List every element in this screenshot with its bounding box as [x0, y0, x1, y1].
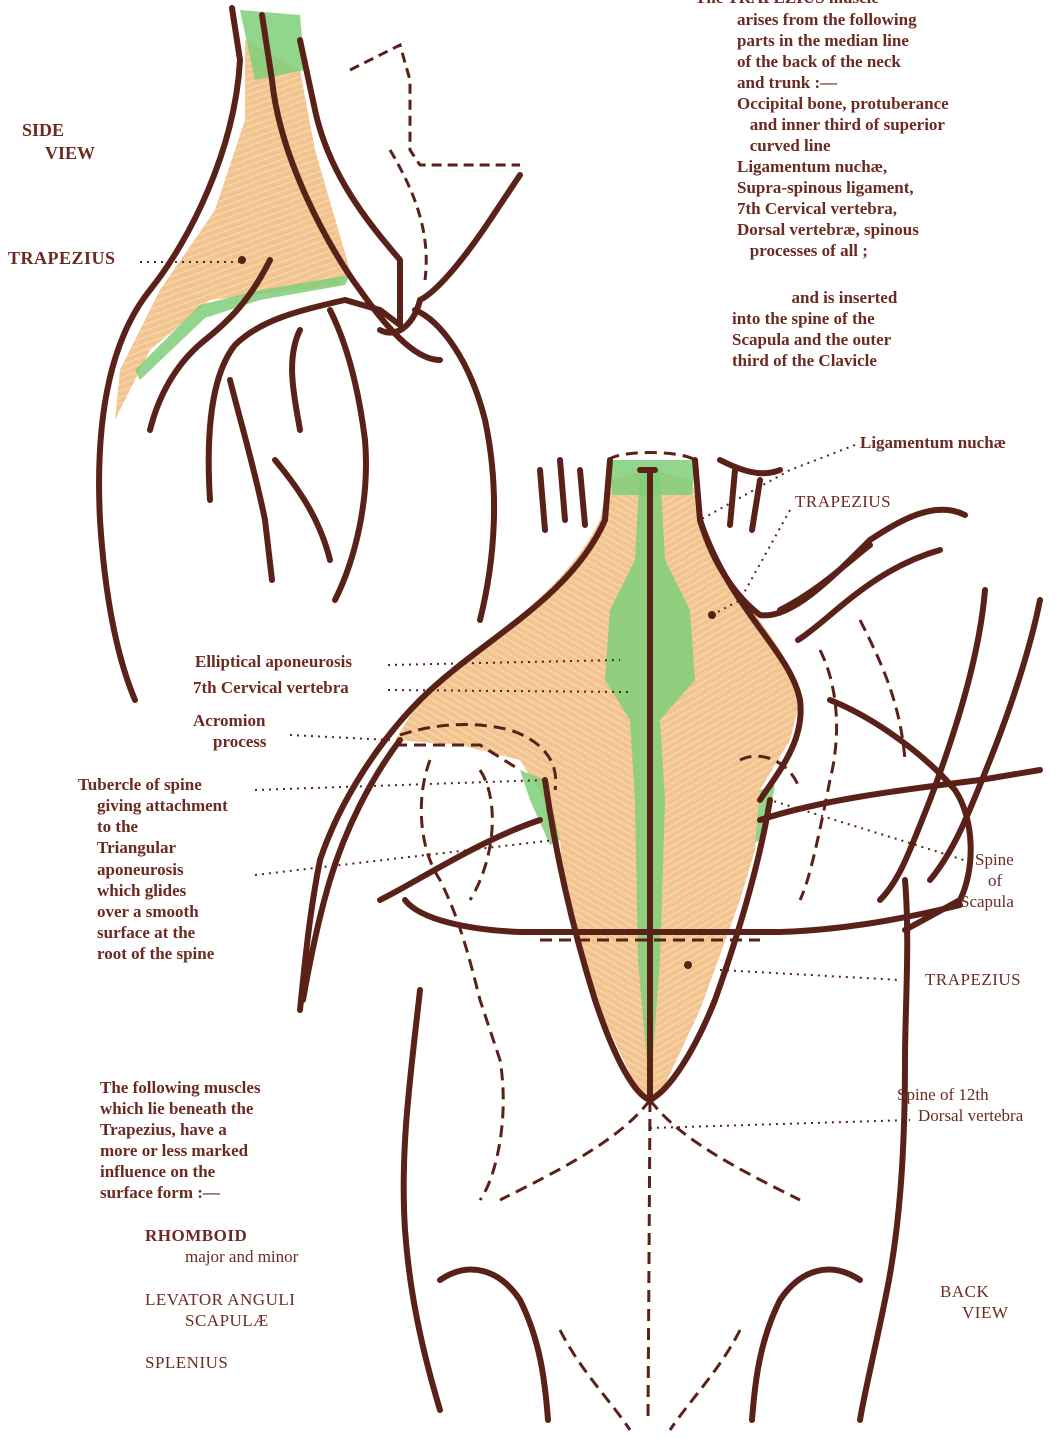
cervical-7th-label: 7th Cervical vertebra: [193, 678, 349, 698]
insertion-line: and is inserted: [732, 288, 897, 308]
tubercle-line: root of the spine: [97, 944, 214, 964]
insertion-line: third of the Clavicle: [732, 351, 877, 371]
origin-line: Occipital bone, protuberance: [737, 94, 949, 114]
spine-scapula-line: Spine: [975, 850, 1014, 870]
back-view-title-line1: BACK: [940, 1282, 989, 1302]
origin-line: and trunk :—: [737, 73, 837, 93]
dorsal-12-label-line1: Spine of 12th: [897, 1085, 989, 1105]
beneath-line: The following muscles: [100, 1078, 261, 1098]
back-trapezius-left: [395, 470, 650, 1095]
origin-line: processes of all ;: [737, 241, 868, 261]
acromion-label-line1: Acromion: [193, 711, 265, 731]
beneath-line: surface form :—: [100, 1183, 220, 1203]
acromion-label-line2: process: [213, 732, 267, 752]
tubercle-line: to the: [97, 817, 138, 837]
back-view-title-line2: VIEW: [962, 1303, 1008, 1323]
side-trapezius-label: TRAPEZIUS: [8, 248, 116, 268]
dorsal-12-label-line2: Dorsal vertebra: [918, 1106, 1023, 1126]
elliptical-aponeurosis-label: Elliptical aponeurosis: [195, 652, 352, 672]
beneath-line: influence on the: [100, 1162, 215, 1182]
trapezius-lower-label: TRAPEZIUS: [925, 970, 1021, 990]
side-view-title-line1: SIDE: [22, 120, 64, 140]
back-trapezius-right: [650, 470, 800, 1095]
rhomboid-label: RHOMBOID: [145, 1226, 247, 1246]
tubercle-line: Tubercle of spine: [78, 775, 202, 795]
tubercle-line: which glides: [97, 881, 186, 901]
insertion-line: into the spine of the: [732, 309, 875, 329]
origin-line: arises from the following: [737, 10, 917, 30]
spine-scapula-line: Scapula: [960, 892, 1014, 912]
origin-line: curved line: [737, 136, 831, 156]
tubercle-line: surface at the: [97, 923, 195, 943]
beneath-line: which lie beneath the: [100, 1099, 253, 1119]
beneath-line: more or less marked: [100, 1141, 248, 1161]
spine-scapula-line: of: [988, 871, 1002, 891]
origin-line: Ligamentum nuchæ,: [737, 157, 887, 177]
origin-line: of the back of the neck: [737, 52, 901, 72]
side-view-title-line2: VIEW: [45, 143, 95, 163]
trapezius-upper-label: TRAPEZIUS: [795, 492, 891, 512]
tubercle-line: aponeurosis: [97, 860, 184, 880]
origin-line: 7th Cervical vertebra,: [737, 199, 897, 219]
ligamentum-nuchae-label: Ligamentum nuchæ: [860, 433, 1006, 453]
origin-line: and inner third of superior: [737, 115, 945, 135]
origin-line: parts in the median line: [737, 31, 909, 51]
description-heading: The TRAPEZIUS muscle: [695, 0, 879, 8]
insertion-line: Scapula and the outer: [732, 330, 891, 350]
tubercle-line: Triangular: [97, 838, 176, 858]
origin-line: Dorsal vertebræ, spinous: [737, 220, 919, 240]
rhomboid-sub-label: major and minor: [185, 1247, 298, 1267]
side-view-drawing: [99, 8, 520, 700]
tubercle-line: over a smooth: [97, 902, 199, 922]
tubercle-line: giving attachment: [97, 796, 228, 816]
beneath-line: Trapezius, have a: [100, 1120, 227, 1140]
splenius-label: SPLENIUS: [145, 1353, 228, 1373]
origin-line: Supra-spinous ligament,: [737, 178, 914, 198]
levator-label-line2: SCAPULÆ: [185, 1311, 269, 1331]
levator-label-line1: LEVATOR ANGULI: [145, 1290, 295, 1310]
